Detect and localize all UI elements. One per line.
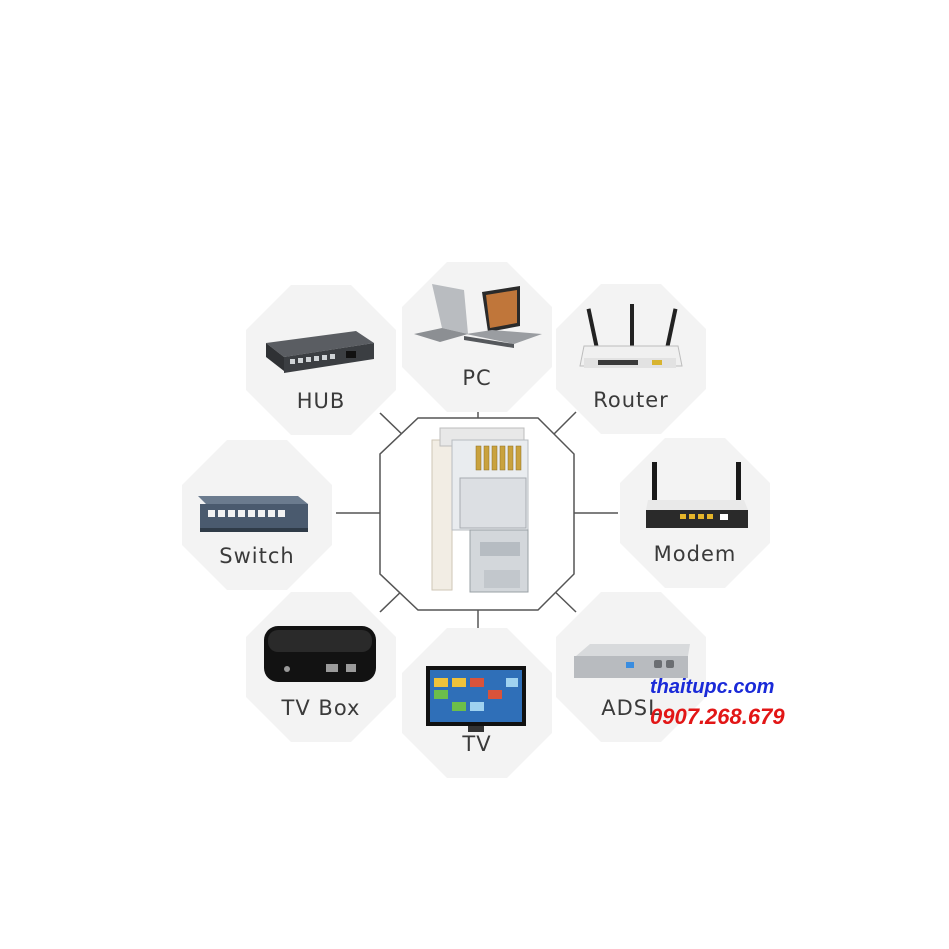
- node-tv-box: TV Box: [246, 592, 396, 742]
- switch-label: Switch: [219, 544, 295, 568]
- watermark-website: thaitupc.com: [650, 676, 775, 698]
- node-hub: HUB: [246, 285, 396, 435]
- adsl-modem-icon: [574, 644, 690, 678]
- router-icon: [579, 304, 683, 368]
- laptop-icon: [414, 284, 542, 348]
- node-pc: PC: [402, 262, 552, 412]
- node-switch: Switch: [182, 440, 332, 590]
- node-adsl: ADSL: [556, 592, 706, 742]
- pc-label: PC: [462, 366, 492, 390]
- adsl-label: ADSL: [601, 696, 661, 720]
- tv-box-label: TV Box: [281, 696, 361, 720]
- tv-label: TV: [462, 732, 492, 756]
- tv-box-icon: [264, 626, 376, 682]
- hub-label: HUB: [296, 389, 346, 413]
- switch-icon: [198, 496, 308, 532]
- tv-icon: [426, 666, 526, 732]
- hub-icon: [266, 331, 374, 373]
- node-tv: TV: [402, 628, 552, 778]
- router-label: Router: [593, 388, 669, 412]
- node-router: Router: [556, 284, 706, 434]
- rj45-connector-icon: [431, 427, 529, 593]
- node-modem: Modem: [620, 438, 770, 588]
- watermark-phone: 0907.268.679: [650, 704, 785, 729]
- modem-icon: [646, 462, 748, 528]
- modem-label: Modem: [653, 542, 737, 566]
